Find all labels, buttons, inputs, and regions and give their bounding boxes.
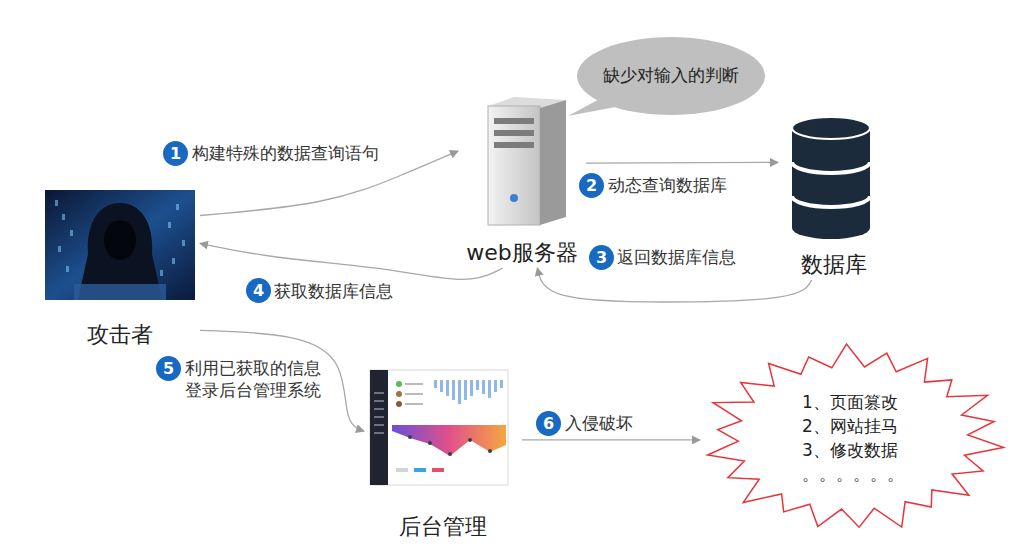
damage-starburst: 1、页面篡改2、网站挂马3、修改数据。。。。。。 <box>700 342 1006 534</box>
callout-number: 3 <box>589 245 614 270</box>
edge-label: 返回数据库信息 <box>615 246 738 268</box>
list-item: 1、页面篡改 <box>802 390 898 414</box>
flow-connector <box>522 439 700 440</box>
edge-label: 利用已获取的信息 登录后台管理系统 <box>183 357 328 401</box>
area-chart <box>392 425 506 456</box>
node-label: 后台管理 <box>399 513 487 543</box>
avatar <box>396 381 402 387</box>
attacker-node: 攻击者 <box>40 186 200 350</box>
edge-label: 入侵破坏 <box>563 412 635 434</box>
list-item: 3、修改数据 <box>802 438 898 462</box>
database-body <box>792 128 870 228</box>
bar-chart <box>434 380 503 404</box>
list-item: 2、网站挂马 <box>802 414 898 438</box>
node-label: 缺少对输入的判断 <box>603 65 739 86</box>
edge-label: 动态查询数据库 <box>606 174 729 196</box>
node-label: web服务器 <box>466 239 578 269</box>
hacker-picture <box>45 190 195 300</box>
button <box>414 468 426 472</box>
hood-face <box>104 220 136 260</box>
server-slot <box>494 118 534 124</box>
sidebar-items <box>374 392 384 434</box>
text-line <box>405 403 423 405</box>
dashboard-node: 后台管理 <box>364 366 522 542</box>
callout-number: 1 <box>163 141 188 166</box>
database-node: 数据库 <box>778 112 890 280</box>
flow-connector <box>537 268 811 302</box>
speech-bubble: 缺少对输入的判断 <box>576 36 766 116</box>
button <box>396 468 408 472</box>
avatar <box>396 401 402 407</box>
database-band <box>792 196 870 207</box>
callout-number: 5 <box>156 356 181 381</box>
dashboard-sidebar <box>370 370 388 485</box>
server-node: web服务器 <box>458 96 586 268</box>
edge-label: 获取数据库信息 <box>272 280 395 302</box>
text-line <box>405 383 423 385</box>
dashboard-screen <box>370 370 508 485</box>
database-bottom <box>792 217 870 239</box>
node-label: 数据库 <box>801 251 867 281</box>
callout-number: 6 <box>536 411 561 436</box>
server-slot <box>494 142 534 148</box>
list-item: 。。。。。。 <box>802 462 904 486</box>
edge-label: 构建特殊的数据查询语句 <box>190 142 381 164</box>
server-light <box>510 194 518 202</box>
hacker-background <box>45 190 195 300</box>
server-front <box>488 106 540 225</box>
damage-list: 1、页面篡改2、网站挂马3、修改数据。。。。。。 <box>802 390 904 486</box>
callout-number: 4 <box>246 278 271 303</box>
starburst-shape <box>708 344 1004 527</box>
bubble-body <box>577 37 765 115</box>
flow-connector <box>586 162 778 164</box>
server-icon <box>488 97 566 225</box>
dashboard-picture <box>370 370 508 485</box>
server-side <box>540 100 566 225</box>
node-label: 攻击者 <box>87 321 153 351</box>
avatar <box>396 391 402 397</box>
text-line <box>405 393 423 395</box>
keyboard <box>74 284 166 300</box>
chart-dots <box>408 435 492 456</box>
server-slot <box>494 130 534 136</box>
database-top <box>792 117 870 139</box>
starburst-outline <box>700 342 1006 534</box>
button <box>432 468 444 472</box>
flow-connector <box>200 243 503 279</box>
database-band <box>792 162 870 173</box>
database-icon <box>792 117 870 239</box>
callout-number: 2 <box>579 173 604 198</box>
